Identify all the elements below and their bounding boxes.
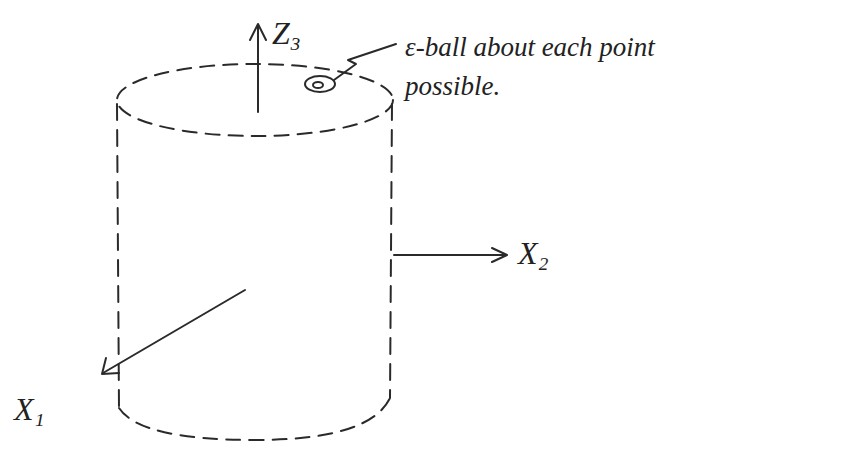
- cylinder-top: [117, 64, 393, 136]
- epsilon-ball: [305, 76, 335, 92]
- x1-axis-arrowhead: [102, 358, 119, 374]
- cylinder-bottom: [119, 398, 390, 440]
- cylinder-left-side: [117, 104, 119, 408]
- annotation-note: ε-ball about each point possible.: [405, 28, 655, 106]
- z-axis: [257, 26, 259, 112]
- z-axis-arrowhead: [250, 24, 266, 40]
- axis-label: X₁: [14, 386, 45, 432]
- axis-label: X₂: [518, 230, 549, 276]
- x2-axis: [394, 254, 506, 256]
- x1-axis: [103, 290, 245, 373]
- x2-axis-arrowhead: [492, 248, 507, 262]
- cylinder-right-side: [390, 104, 392, 398]
- leader-line: [334, 44, 396, 80]
- axis-label: Z₃: [272, 10, 301, 56]
- epsilon-ball-center: [313, 82, 323, 88]
